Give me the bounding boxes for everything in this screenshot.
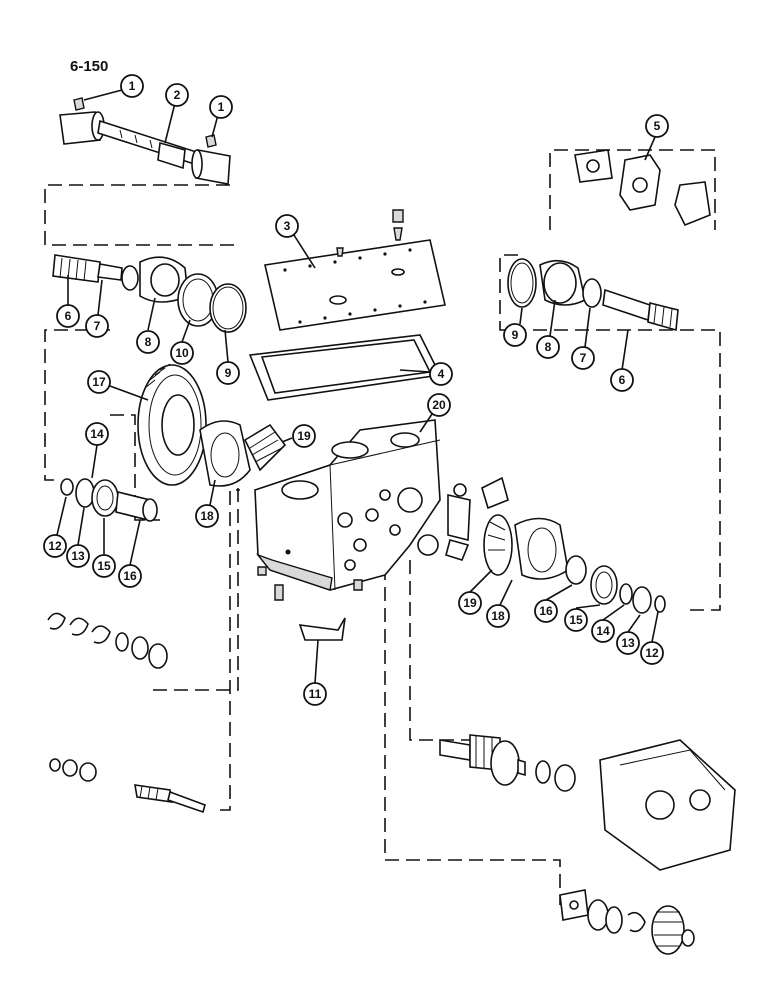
callout-label: 19 [297, 429, 311, 443]
callout-10: 10 [170, 341, 194, 365]
countershaft-gear-assembly [439, 734, 576, 792]
callout-label: 18 [200, 509, 214, 523]
leader-lines [56, 89, 659, 684]
callout-6-left: 6 [56, 304, 80, 328]
differential-carrier-left [199, 420, 251, 487]
callout-label: 1 [129, 79, 136, 93]
callout-7-right: 7 [571, 346, 595, 370]
callout-label: 5 [654, 119, 661, 133]
callout-19-lower: 19 [458, 591, 482, 615]
coupling-shaft-assembly [59, 97, 231, 185]
callout-label: 13 [621, 636, 635, 650]
right-cover-plates [574, 149, 711, 227]
callout-9-left: 9 [216, 361, 240, 385]
left-axle-group [52, 254, 247, 333]
cover-gasket [248, 334, 442, 401]
lower-left-shaft [49, 758, 206, 814]
callout-label: 7 [94, 319, 101, 333]
callout-label: 9 [512, 328, 519, 342]
callout-label: 19 [463, 596, 477, 610]
callout-19-upper: 19 [292, 424, 316, 448]
callout-12-right: 12 [640, 641, 664, 665]
callout-14-left: 14 [85, 422, 109, 446]
callout-18-right: 18 [486, 604, 510, 628]
callout-7-left: 7 [85, 314, 109, 338]
callout-8-right: 8 [536, 335, 560, 359]
callout-17: 17 [87, 370, 111, 394]
right-differential-carrier [483, 514, 569, 580]
callout-label: 12 [48, 539, 62, 553]
callout-label: 16 [123, 569, 137, 583]
callout-label: 6 [65, 309, 72, 323]
top-cover-plate [264, 209, 446, 331]
left-bearing-stack [60, 478, 158, 522]
callout-label: 2 [174, 88, 181, 102]
callout-6-right: 6 [610, 368, 634, 392]
callout-label: 16 [539, 604, 553, 618]
callout-15-right: 15 [564, 608, 588, 632]
ring-gear [137, 363, 207, 486]
callout-label: 13 [71, 549, 85, 563]
callout-18-left: 18 [195, 504, 219, 528]
callout-label: 4 [438, 367, 445, 381]
output-gear-group [559, 889, 695, 955]
callout-15-left: 15 [92, 554, 116, 578]
callout-label: 6 [619, 373, 626, 387]
callout-label: 8 [145, 335, 152, 349]
callout-9-right: 9 [503, 323, 527, 347]
callout-8-left: 8 [136, 330, 160, 354]
callout-label: 20 [432, 398, 446, 412]
callout-label: 15 [97, 559, 111, 573]
lower-left-parts [47, 612, 168, 669]
bevel-gear-upper [243, 423, 287, 472]
differential-spider-gears [417, 476, 509, 561]
callout-11: 11 [303, 682, 327, 706]
callout-label: 14 [90, 427, 104, 441]
callout-label: 7 [580, 351, 587, 365]
page-number: 6-150 [70, 58, 109, 75]
callout-label: 14 [596, 624, 610, 638]
callout-5: 5 [645, 114, 669, 138]
right-axle-group [507, 258, 679, 332]
callout-label: 17 [92, 375, 106, 389]
callout-label: 11 [309, 687, 322, 701]
callout-4: 4 [429, 362, 453, 386]
callout-14-right: 14 [591, 619, 615, 643]
callout-16-left: 16 [118, 564, 142, 588]
callout-label: 1 [218, 100, 225, 114]
callout-13-right: 13 [616, 631, 640, 655]
callout-label: 12 [645, 646, 659, 660]
callout-3: 3 [275, 214, 299, 238]
callout-label: 9 [225, 366, 232, 380]
callout-20: 20 [427, 393, 451, 417]
callout-12-left: 12 [43, 534, 67, 558]
side-cover-housing [599, 739, 736, 871]
callout-13-left: 13 [66, 544, 90, 568]
callout-label: 3 [284, 219, 291, 233]
callout-16-right: 16 [534, 599, 558, 623]
callout-label: 10 [175, 346, 189, 360]
callout-label: 15 [569, 613, 583, 627]
transmission-housing [254, 419, 441, 601]
bracket-part [298, 617, 346, 641]
callout-1a: 1 [120, 74, 144, 98]
callout-2: 2 [165, 83, 189, 107]
callout-label: 8 [545, 340, 552, 354]
callout-label: 18 [491, 609, 505, 623]
callout-1b: 1 [209, 95, 233, 119]
right-bearing-stack [565, 555, 666, 614]
